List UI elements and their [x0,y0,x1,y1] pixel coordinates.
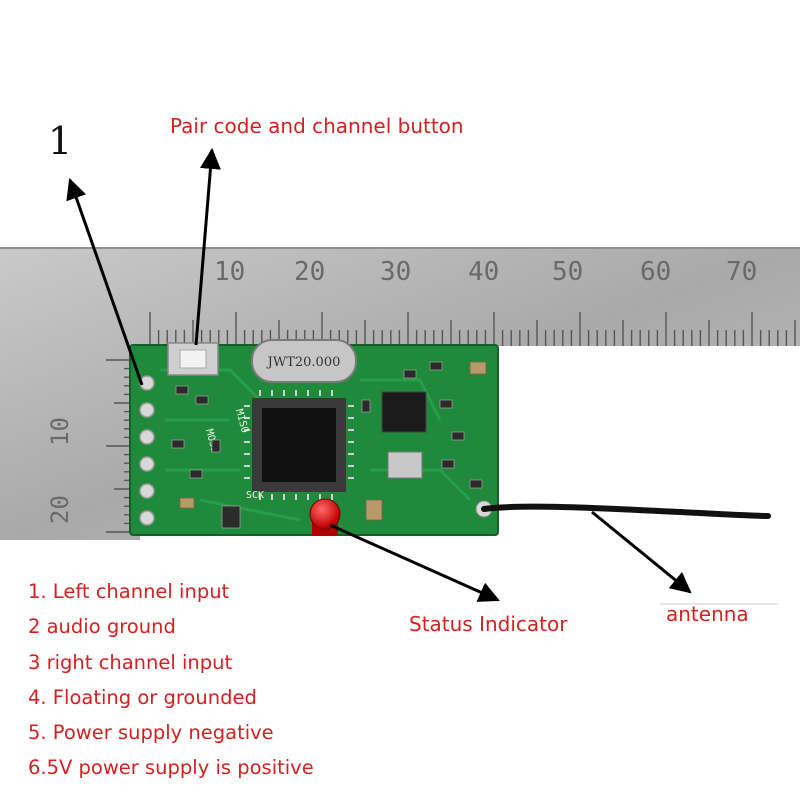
ruler-num-30: 30 [380,257,411,287]
arrow-antenna [591,510,692,594]
rf-chip [381,391,427,433]
ruler-num-50: 50 [552,257,583,287]
arrow-pin-one [66,178,144,386]
pair-button-label: Pair code and channel button [170,114,464,138]
pin-legend-item: 3 right channel input [28,650,233,674]
status-indicator-label: Status Indicator [409,612,568,636]
ruler-side-numbers: 10 20 [46,417,74,524]
pin-legend-item: 1. Left channel input [28,580,230,603]
pin-legend-item: 5. Power supply negative [28,721,274,745]
ruler-side-num-20: 20 [46,495,74,524]
crystal-oscillator: JWT20.000 [251,339,357,383]
status-led [309,498,341,536]
pin-legend-item: 2 audio ground [28,615,176,639]
arrow-status-led [329,523,500,602]
pin-legend: 1. Left channel input 2 audio ground 3 r… [28,574,314,786]
pin-legend-item: 6.5V power supply is positive [28,756,314,780]
ruler-num-70: 70 [726,257,757,287]
antenna-label: antenna [666,602,749,626]
crystal-marking: JWT20.000 [266,355,341,370]
arrow-pair-button [194,147,221,346]
pin-header [139,375,155,526]
receiver-module-pcb: JWT20.000 MISO MOSI SCK [129,339,499,536]
pair-push-button [167,342,219,376]
ruler-num-10: 10 [214,257,245,287]
ruler-num-40: 40 [468,257,499,287]
mcu-chip [244,390,354,500]
antenna-wire [481,503,771,519]
silkscreen-sck: SCK [246,490,264,501]
ruler-num-60: 60 [640,257,671,287]
small-crystal [387,451,423,479]
ruler-top-numbers: 10 20 30 40 50 60 70 [214,257,757,287]
pin-one-marker: 1 [48,119,73,163]
ruler-num-20: 20 [294,257,325,287]
pin-legend-item: 4. Floating or grounded [28,685,257,709]
ruler-side-num-10: 10 [46,417,74,446]
callout-arrows [66,147,692,602]
